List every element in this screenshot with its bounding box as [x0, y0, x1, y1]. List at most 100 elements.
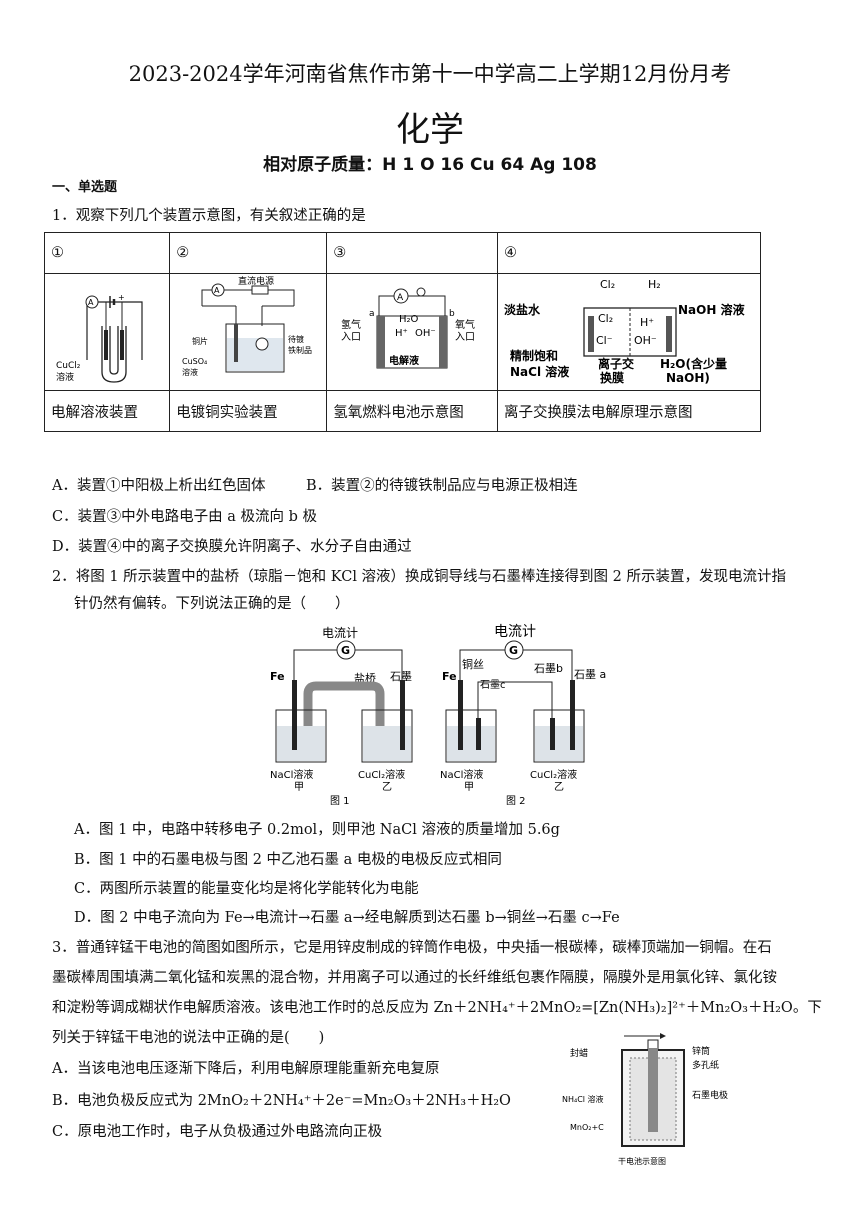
fig-b-yi-label: 乙 [554, 781, 564, 793]
fig2-solution-label-1: CuSO₄ [182, 357, 207, 366]
fig3-b-label: b [449, 309, 455, 319]
q3-stem-line-2: 墨碳棒周围填满二氧化锰和炭黑的混合物，并用离子可以通过的长纤维纸包裹作隔膜，隔膜… [52, 970, 777, 986]
fig-b-jia-label: 甲 [464, 782, 474, 793]
electrolysis-diagram: A + CuCl₂ 溶液 [56, 293, 143, 383]
fig3-oxygen-label-2: 入口 [455, 332, 475, 343]
fig1-solution-label: CuCl₂ [56, 361, 81, 371]
fig-b-graphite-b-label: 石墨b [534, 662, 563, 675]
q2-figures: G 电流计 Fe 盐桥 石墨 NaCl溶液 CuCl₂溶液 甲 乙 图 1 G … [270, 624, 606, 807]
q1-caption-1: 电解溶液装置 [43, 390, 171, 432]
fig4-brine-label: 淡盐水 [504, 302, 541, 317]
dry-cell-electrode-label: 石墨电极 [692, 1089, 728, 1101]
dry-cell-diagram: 封蜡 锌筒 多孔纸 NH₄Cl 溶液 石墨电极 MnO₂+C 干电池示意图 [562, 1033, 728, 1166]
q1-device-table: ① ② ③ ④ A + CuCl₂ 溶液 [43, 232, 761, 432]
fig-b-graphite-c-label: 石墨c [480, 679, 506, 691]
fig3-oh-label: OH⁻ [415, 328, 436, 339]
dry-cell-paper-label: 多孔纸 [692, 1059, 719, 1071]
q1-figure-2-cell: A 直流电源 铜片 待镀 铁制品 CuSO₄ 溶液 [169, 273, 328, 391]
fig3-water-label: H₂O [399, 314, 419, 325]
fig4-nacl-label-1: 精制饱和 [510, 348, 558, 363]
fig4-membrane-label-1: 离子交 [598, 356, 634, 371]
fig-a-cucl2-label: CuCl₂溶液 [358, 768, 405, 781]
q1-option-d: D．装置④中的离子交换膜允许阴离子、水分子自由通过 [52, 539, 412, 555]
q3-option-b: B．电池负极反应式为 2MnO₂＋2NH₄⁺＋2e⁻=Mn₂O₃＋2NH₃＋H₂… [52, 1093, 511, 1109]
fig-b-graphite-a-label: 石墨 a [574, 668, 606, 681]
fig-a-nacl-label: NaCl溶液 [270, 768, 313, 781]
q2-option-c: C．两图所示装置的能量变化均是将化学能转化为电能 [74, 881, 419, 897]
fig-a-caption: 图 1 [330, 795, 350, 807]
fig-b-cucl2-label: CuCl₂溶液 [530, 768, 577, 781]
q1-option-a: A．装置①中阳极上析出红色固体 [52, 478, 266, 494]
q2-option-a: A．图 1 中，电路中转移电子 0.2mol，则甲池 NaCl 溶液的质量增加 … [74, 822, 560, 838]
q3-stem-line-1: 3．普通锌锰干电池的简图如图所示，它是用锌皮制成的锌筒作电极，中央插一根碳棒，碳… [52, 940, 772, 956]
dry-cell-zinc-label: 锌筒 [692, 1045, 710, 1057]
dry-cell-seal-label: 封蜡 [570, 1047, 588, 1059]
svg-text:A: A [214, 286, 220, 295]
svg-text:A: A [397, 293, 404, 303]
fig-a-meter-label: 电流计 [322, 626, 358, 640]
fig-a-graphite-label: 石墨 [390, 670, 412, 683]
q1-option-c: C．装置③中外电路电子由 a 极流向 b 极 [52, 509, 317, 525]
fig1-solution-label-2: 溶液 [56, 371, 74, 383]
fig-a-jia-label: 甲 [294, 782, 304, 793]
fig4-water-label-1: H₂O(含少量 [660, 356, 727, 371]
q1-stem: 1．观察下列几个装置示意图，有关叙述正确的是 [52, 208, 366, 224]
fig3-electrolyte-label: 电解液 [389, 354, 419, 367]
fig4-nacl-label-2: NaCl 溶液 [510, 364, 569, 379]
fig-b-fe-label: Fe [442, 670, 457, 683]
dry-cell-mno2-label: MnO₂+C [570, 1123, 604, 1132]
fig3-hydrogen-label-1: 氢气 [341, 318, 361, 331]
fig-a-fe-label: Fe [270, 670, 285, 683]
fig2-copper-label: 铜片 [192, 336, 208, 346]
fig2-power-label: 直流电源 [238, 276, 274, 287]
fig2-item-label-2: 铁制品 [288, 345, 312, 355]
svg-text:A: A [88, 298, 94, 307]
fig4-h2-label: H₂ [648, 278, 661, 291]
q3-stem-line-3: 和淀粉等调成糊状作电解质溶液。该电池工作时的总反应为 Zn＋2NH₄⁺＋2MnO… [52, 1000, 822, 1016]
fig-b-nacl-label: NaCl溶液 [440, 768, 483, 781]
fig4-oh-label: OH⁻ [634, 334, 657, 347]
fig4-naoh-label: NaOH 溶液 [678, 302, 745, 317]
fig4-cl-label: Cl⁻ [596, 334, 613, 347]
fig3-a-label: a [369, 309, 375, 319]
q1-header-1: ① [43, 232, 171, 274]
atomic-mass-line: 相对原子质量：H 1 O 16 Cu 64 Ag 108 [263, 155, 597, 175]
dry-cell-nh4cl-label: NH₄Cl 溶液 [562, 1094, 604, 1104]
q2-stem-line-2: 针仍然有偏转。下列说法正确的是（ ） [74, 596, 350, 612]
q2-option-b: B．图 1 中的石墨电极与图 2 中乙池石墨 a 电极的电极反应式相同 [74, 852, 502, 868]
svg-text:+: + [118, 293, 125, 302]
fig4-water-label-2: NaOH) [666, 371, 710, 384]
q3-option-c: C．原电池工作时，电子从负极通过外电路流向正极 [52, 1124, 383, 1140]
fig-b-cu-label: 铜丝 [462, 657, 484, 671]
q1-figure-1-cell: A + CuCl₂ 溶液 [43, 273, 171, 391]
q3-option-a: A．当该电池电压逐渐下降后，利用电解原理能重新充电复原 [52, 1061, 440, 1077]
fig3-h-label: H⁺ [395, 328, 408, 339]
dry-cell-caption: 干电池示意图 [618, 1156, 666, 1166]
q1-header-2: ② [169, 232, 328, 274]
q1-caption-2: 电镀铜实验装置 [169, 390, 328, 432]
q3-stem-line-4: 列关于锌锰干电池的说法中正确的是( ) [52, 1030, 325, 1046]
fig2-item-label-1: 待镀 [288, 334, 304, 344]
q1-option-b: B．装置②的待镀铁制品应与电源正极相连 [306, 478, 578, 494]
fig-a-yi-label: 乙 [382, 781, 392, 793]
q1-figure-4-cell: Cl₂ H₂ 淡盐水 NaOH 溶液 Cl₂ H⁺ Cl⁻ OH⁻ 精制饱和 N… [497, 273, 761, 391]
fig3-oxygen-label-1: 氧气 [455, 318, 475, 331]
fig4-cl2-label: Cl₂ [600, 278, 615, 291]
fig-b-g-label: G [509, 644, 518, 657]
electroplating-diagram: A 直流电源 铜片 待镀 铁制品 CuSO₄ 溶液 [182, 275, 312, 377]
section-heading: 一、单选题 [52, 180, 118, 195]
q1-caption-3: 氢氧燃料电池示意图 [326, 390, 498, 432]
q1-header-4: ④ [497, 232, 761, 274]
q1-caption-4: 离子交换膜法电解原理示意图 [497, 390, 761, 432]
fig4-cl2-inner-label: Cl₂ [598, 312, 613, 325]
fuel-cell-diagram: A a b H₂O H⁺ OH⁻ 电解液 氢气 入口 氧气 入口 [341, 287, 475, 369]
fig-b-meter-label: 电流计 [494, 624, 536, 640]
q1-header-3: ③ [326, 232, 498, 274]
q2-stem-line-1: 2．将图 1 所示装置中的盐桥（琼脂－饱和 KCl 溶液）换成铜导线与石墨棒连接… [52, 569, 787, 585]
fig-a-g-label: G [341, 644, 350, 657]
exam-title: 2023-2024学年河南省焦作市第十一中学高二上学期12月份月考 [128, 62, 732, 86]
fig4-h-label: H⁺ [640, 316, 654, 329]
fig4-membrane-label-2: 换膜 [600, 370, 624, 384]
subject-title: 化学 [396, 110, 464, 150]
q1-figure-3-cell: A a b H₂O H⁺ OH⁻ 电解液 氢气 入口 氧气 入口 [326, 273, 498, 391]
